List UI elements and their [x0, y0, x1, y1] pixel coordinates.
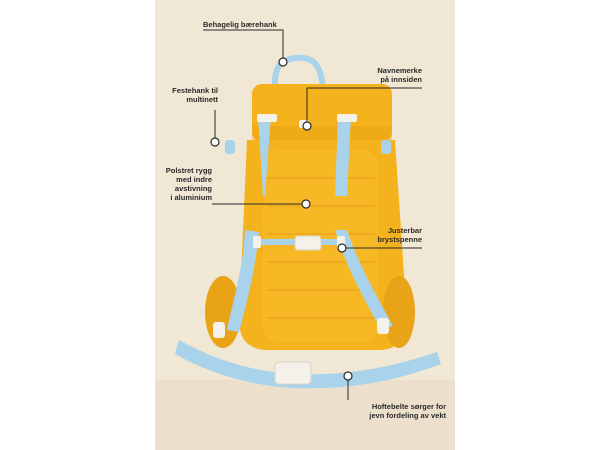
callout-hip-belt: Hoftebelte sørger for jevn fordeling av …	[369, 402, 446, 420]
callout-chest-buckle: Justerbar brystspenne	[377, 226, 422, 244]
callout-name-tag: Navnemerke på innsiden	[377, 66, 422, 84]
padding-seams	[267, 177, 375, 319]
callout-carry-handle: Behagelig bærehank	[203, 20, 277, 29]
chest-buckle-shape	[294, 235, 322, 251]
backpack-photo	[155, 0, 455, 450]
strap-buckle-left	[257, 114, 277, 122]
callout-padded-back: Polstret rygg med indre avstivning i alu…	[165, 166, 212, 202]
shoulder-strap-right-lower	[335, 230, 393, 330]
shoulder-strap-right-top	[335, 116, 351, 196]
attach-loop-left	[225, 140, 235, 154]
strap-buckle-right	[337, 114, 357, 122]
attach-loop-right	[381, 140, 391, 154]
hip-belt-shape	[175, 340, 441, 389]
name-tag-slot	[299, 120, 309, 128]
hip-belt-buckle	[274, 361, 312, 385]
carry-handle-shape	[271, 54, 326, 99]
backpack-illustration	[155, 0, 455, 450]
shoulder-strap-left-top	[258, 116, 271, 196]
shoulder-strap-left-lower	[227, 230, 259, 332]
side-pocket-right	[383, 276, 415, 348]
photo-floor	[155, 380, 455, 450]
callout-attach-handle: Festehank til multinett	[172, 86, 218, 104]
